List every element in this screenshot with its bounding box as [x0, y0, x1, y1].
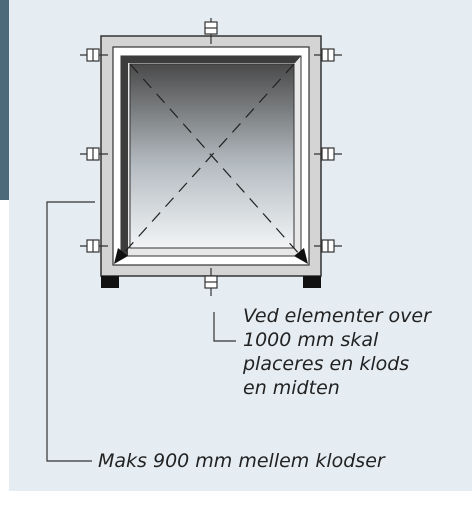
- wedge-block-right-top: [314, 48, 342, 62]
- setting-block-right: [303, 276, 321, 288]
- max-spacing-note: Maks 900 mm mellem klodser: [98, 450, 385, 472]
- wedge-block-right-bottom: [314, 239, 342, 253]
- diagonal-line-1: [129, 63, 302, 257]
- wedge-block-right-middle: [314, 147, 342, 161]
- center-block-note-line-4: en midten: [243, 377, 340, 399]
- wedge-block-left-top: [80, 48, 108, 62]
- leader-line-max-note: [46, 201, 95, 462]
- setting-block-left: [101, 276, 119, 288]
- center-block-note-line-1: Ved elementer over: [243, 305, 431, 327]
- wedge-block-bottom: [204, 268, 218, 296]
- center-block-note-line-2: 1000 mm skal: [243, 329, 379, 351]
- wedge-block-left-bottom: [80, 239, 108, 253]
- sidebar-strip: [0, 0, 9, 200]
- arrowhead-bottom-right: [294, 248, 308, 264]
- wedge-block-top: [204, 18, 218, 44]
- center-block-note: Ved elementer over 1000 mm skal placeres…: [243, 304, 463, 400]
- arrowhead-bottom-left: [114, 248, 128, 264]
- diagonal-line-2: [120, 63, 295, 257]
- leader-line-center-note: [213, 312, 236, 342]
- center-block-note-line-3: placeres en klods: [243, 353, 410, 375]
- wedge-block-left-middle: [80, 147, 108, 161]
